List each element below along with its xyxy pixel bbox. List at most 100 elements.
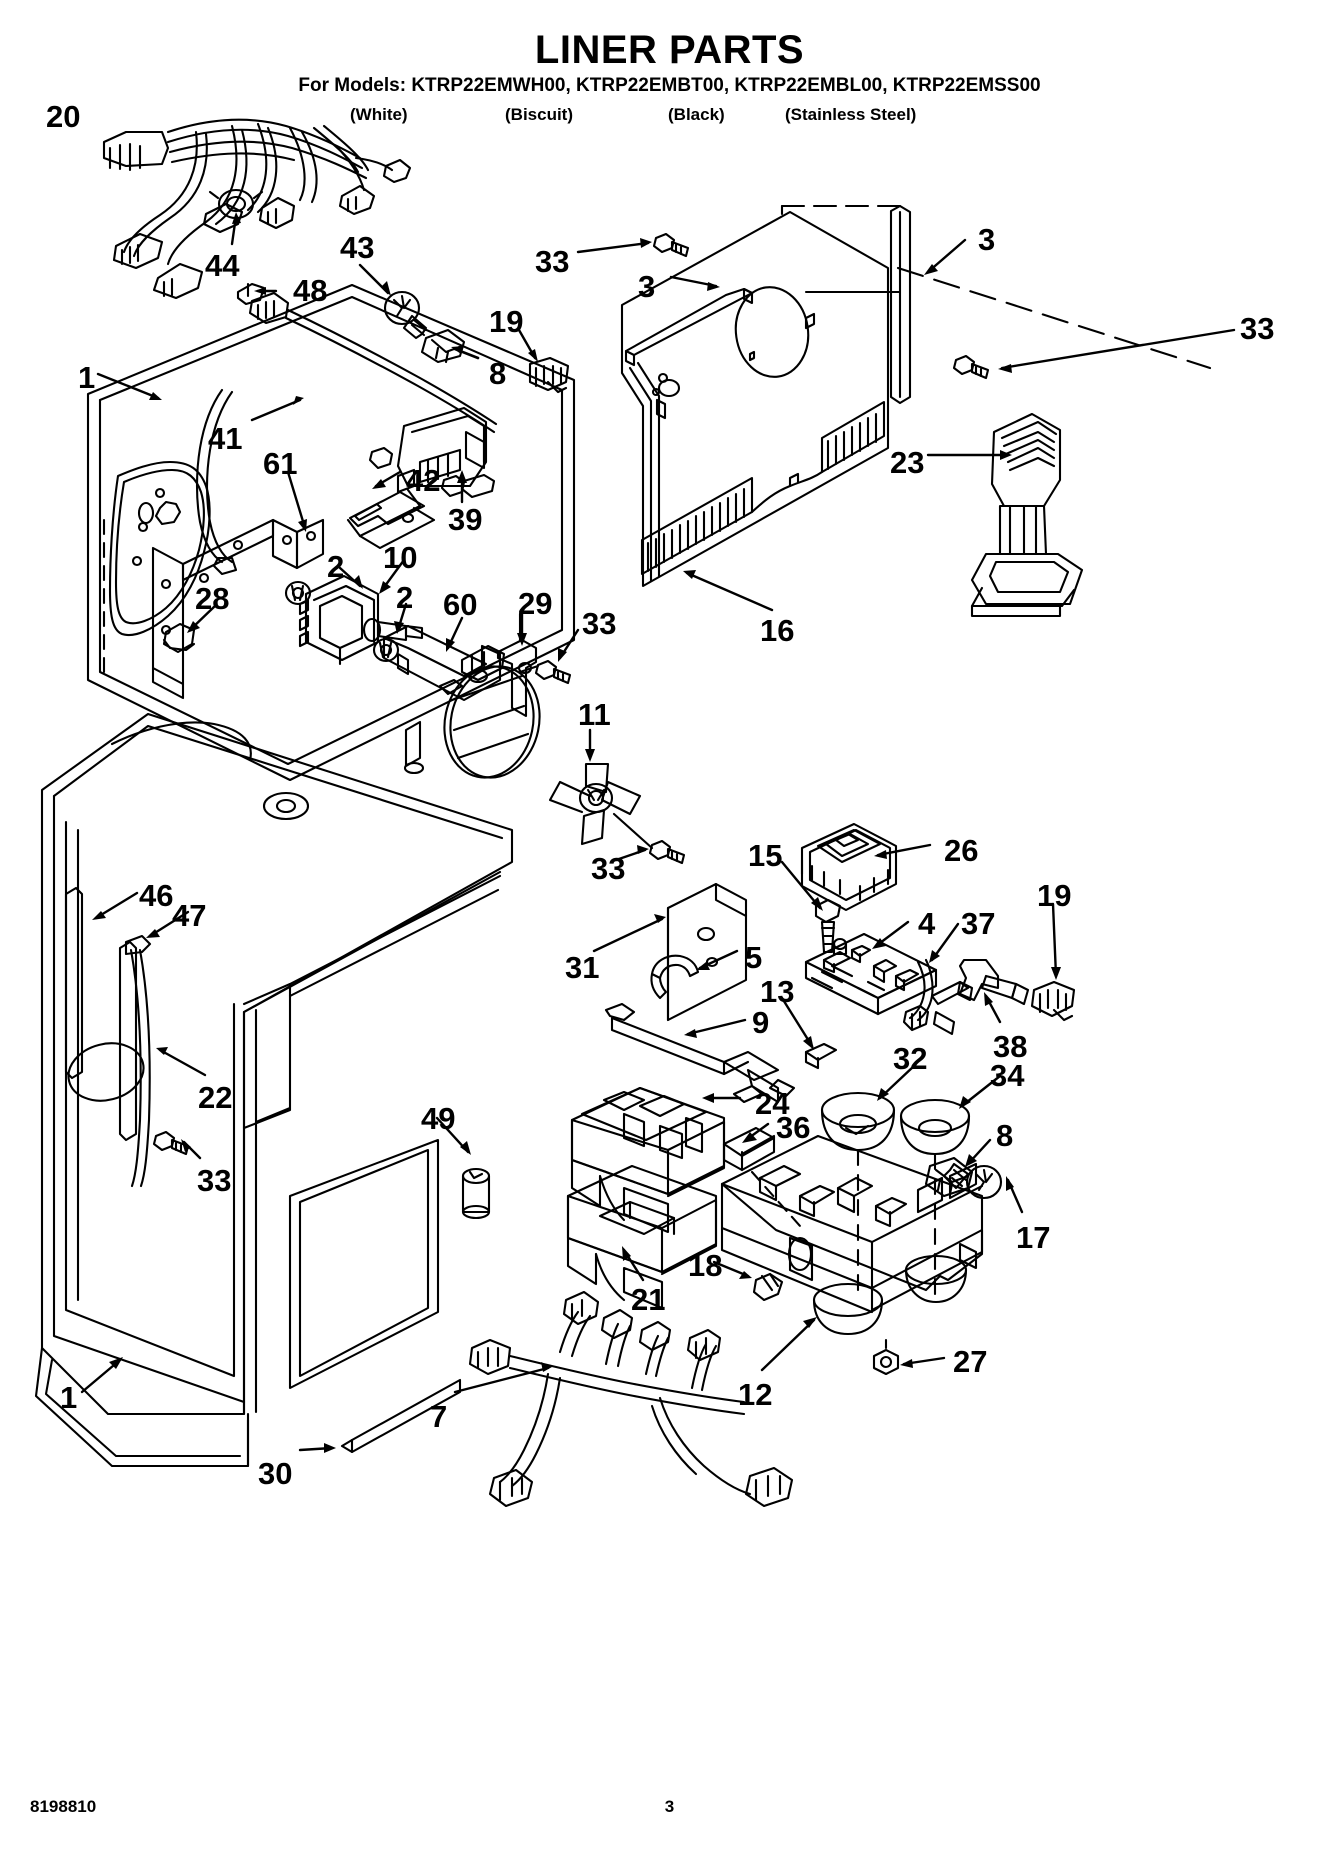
callout-number-17: 17 <box>1016 1220 1051 1255</box>
part-rail-30 <box>300 1380 460 1453</box>
leader-46 <box>92 893 137 920</box>
part-cap-49 <box>437 1118 489 1218</box>
callout-number-3: 3 <box>978 222 996 257</box>
callout-number-10: 10 <box>383 540 418 575</box>
callout-number-43: 43 <box>340 230 375 265</box>
callout-number-2: 2 <box>396 580 414 615</box>
callout-number-3: 3 <box>638 269 656 304</box>
part-clip-5 <box>651 951 737 998</box>
callout-number-24: 24 <box>755 1086 790 1121</box>
callout-number-49: 49 <box>421 1101 456 1136</box>
part-wire-harness-upper <box>104 120 410 298</box>
part-pad-36 <box>724 1124 800 1226</box>
footer-part-number: 8198810 <box>30 1797 97 1816</box>
part-nut-27 <box>874 1340 944 1374</box>
part-plate-31 <box>594 884 746 1020</box>
part-wireclip-37 <box>904 924 972 1034</box>
part-cup-32 <box>822 1066 914 1292</box>
callout-number-23: 23 <box>890 445 925 480</box>
callout-number-11: 11 <box>578 697 611 732</box>
part-screw-33e <box>154 1132 200 1158</box>
callout-number-26: 26 <box>944 833 979 868</box>
callout-number-19: 19 <box>489 304 524 339</box>
callout-number-39: 39 <box>448 502 483 537</box>
callout-number-33: 33 <box>535 244 570 279</box>
footer-page-number: 3 <box>664 1797 675 1816</box>
callout-number-9: 9 <box>752 1005 770 1040</box>
part-socket-8b <box>926 1140 990 1196</box>
part-fan-blade-11 <box>550 730 640 844</box>
callout-number-33: 33 <box>197 1163 232 1198</box>
callout-number-61: 61 <box>263 446 298 481</box>
color-variant-label: (Black) <box>668 105 725 124</box>
part-connector-19b <box>1032 904 1074 1020</box>
callout-number-28: 28 <box>195 581 230 616</box>
color-variant-labels: (White)(Biscuit)(Black)(Stainless Steel) <box>0 105 1339 131</box>
callout-number-33: 33 <box>591 851 626 886</box>
callout-number-21: 21 <box>631 1282 666 1317</box>
callout-number-48: 48 <box>293 273 328 308</box>
leader-22 <box>156 1047 205 1075</box>
page-title: LINER PARTS <box>534 28 805 72</box>
part-liner-upper-1 <box>88 285 574 780</box>
page-footer: 8198810 3 <box>0 1797 1339 1821</box>
callout-number-5: 5 <box>745 940 763 975</box>
callout-number-18: 18 <box>688 1248 723 1283</box>
leader-61 <box>288 472 307 532</box>
callout-number-37: 37 <box>961 906 996 941</box>
callout-number-15: 15 <box>748 838 783 873</box>
callout-number-32: 32 <box>893 1041 928 1076</box>
color-variant-label: (Biscuit) <box>505 105 573 124</box>
part-plug-28 <box>164 605 216 652</box>
part-bulb-43 <box>360 265 426 338</box>
leader-44 <box>232 212 241 244</box>
part-dispenser-23 <box>928 414 1082 616</box>
callout-number-13: 13 <box>760 974 795 1009</box>
callout-number-1: 1 <box>60 1380 78 1415</box>
part-liner-lower-1 <box>36 714 512 1466</box>
leader-47 <box>146 912 188 938</box>
part-duct-21 <box>568 1166 716 1308</box>
part-screw-33c <box>520 630 578 683</box>
part-base-housing-12 <box>722 1136 982 1370</box>
part-actuator-38 <box>960 960 1028 1022</box>
callout-number-27: 27 <box>953 1344 988 1379</box>
part-screw-33d <box>614 814 684 863</box>
part-bracket-13 <box>782 998 836 1068</box>
part-rear-liner-16 <box>622 206 1210 610</box>
part-cover-plate-42 <box>348 472 434 548</box>
callout-number-60: 60 <box>443 587 478 622</box>
part-trim-strip-3a <box>626 277 752 365</box>
part-screw-33b <box>954 330 1234 378</box>
part-socket-8 <box>422 330 478 362</box>
color-variant-label: (Stainless Steel) <box>785 105 917 124</box>
part-control-board-4 <box>806 922 936 1014</box>
callout-number-1: 1 <box>78 360 96 395</box>
callout-number-19: 19 <box>1037 878 1072 913</box>
callout-number-4: 4 <box>918 906 936 941</box>
part-clip-48 <box>238 284 276 304</box>
part-wire-harness-lower-7 <box>455 1292 792 1506</box>
part-linkage-9 <box>606 1004 794 1102</box>
callout-number-44: 44 <box>205 248 240 283</box>
callout-number-36: 36 <box>776 1110 811 1145</box>
callout-number-41: 41 <box>208 421 243 456</box>
callout-number-33: 33 <box>582 606 617 641</box>
callout-number-42: 42 <box>406 463 441 498</box>
callout-number-33: 33 <box>1240 311 1275 346</box>
callout-number-46: 46 <box>139 878 174 913</box>
part-stud-2a <box>286 568 363 604</box>
callout-number-34: 34 <box>990 1058 1025 1093</box>
callout-number-16: 16 <box>760 613 795 648</box>
part-relay-26 <box>802 824 930 910</box>
callout-number-8: 8 <box>996 1118 1014 1153</box>
part-screw-33a <box>578 234 688 256</box>
part-light-housing-39 <box>398 408 486 502</box>
callout-number-12: 12 <box>738 1377 773 1412</box>
part-fan-bracket-29 <box>406 614 550 786</box>
callout-number-29: 29 <box>518 586 553 621</box>
part-trim-strip-3b <box>891 206 965 403</box>
callout-number-47: 47 <box>172 898 207 933</box>
